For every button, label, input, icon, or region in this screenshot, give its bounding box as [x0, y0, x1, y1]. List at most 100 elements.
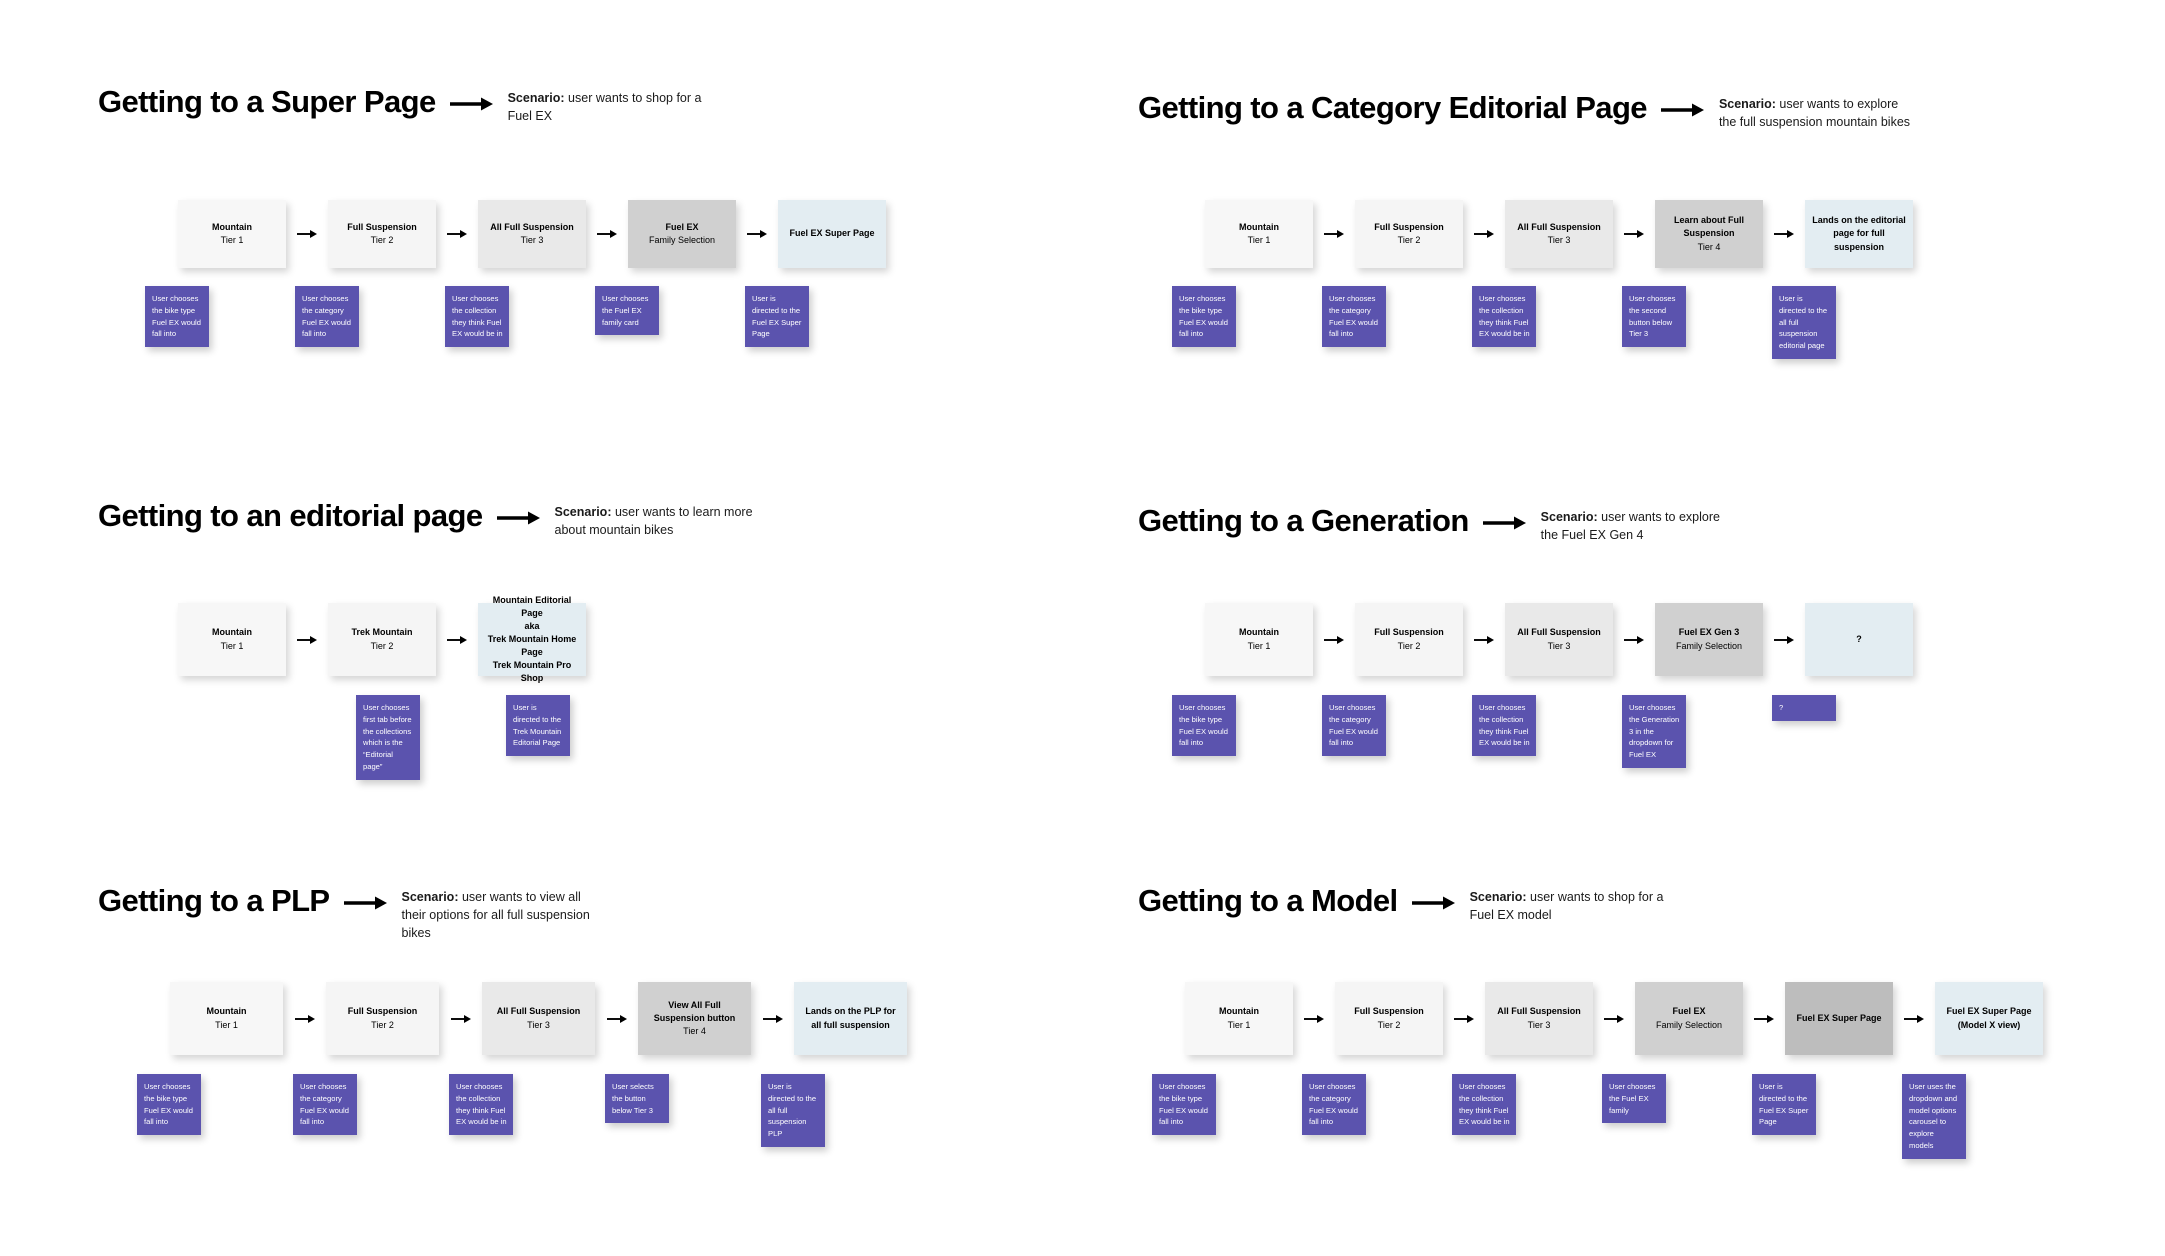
header-arrow-icon: [1660, 102, 1705, 123]
flow-node-line: aka: [524, 620, 540, 631]
flow-node-line: Full Suspension: [347, 221, 417, 232]
flow-node-line: Tier 2: [370, 235, 394, 245]
annotation-note: User chooses the category Fuel EX would …: [1322, 695, 1386, 757]
annotation-note: User chooses the collection they think F…: [1452, 1074, 1516, 1136]
flow-node-line: Fuel EX Super Page: [1796, 1012, 1882, 1023]
flow-node-line: Full Suspension: [347, 1006, 418, 1017]
right-arrow-icon: [294, 1014, 315, 1023]
annotation-note: User chooses the category Fuel EX would …: [1302, 1074, 1366, 1136]
flow-node-line: Fuel EX: [665, 221, 699, 232]
flow-node[interactable]: Lands on the PLP for all full suspension: [794, 982, 907, 1055]
step-arrow-icon: [1324, 229, 1344, 239]
right-arrow-icon: [297, 230, 317, 238]
flow-node[interactable]: Fuel EX Super Page: [778, 200, 886, 268]
right-arrow-icon: [343, 896, 387, 910]
flow-node-line: Tier 1: [220, 235, 244, 245]
scenario-value: user wants to view all their options for…: [401, 890, 590, 941]
right-arrow-icon: [447, 230, 467, 238]
annotation-note: User chooses the category Fuel EX would …: [293, 1074, 357, 1136]
flow-node-line: Lands on the PLP for all full suspension: [805, 1006, 896, 1030]
step-arrow-icon: [747, 229, 767, 239]
annotation-note: User chooses the category Fuel EX would …: [1322, 286, 1386, 348]
flow-node-line: Fuel EX Super Page (Model X view): [1946, 1006, 2032, 1030]
flow-node-line: Tier 3: [1527, 1019, 1551, 1030]
flow-node-line: Mountain: [206, 1006, 247, 1017]
flow-title: Getting to a Super Page: [98, 84, 436, 119]
flow-node[interactable]: Fuel EX Super Page (Model X view): [1935, 982, 2043, 1055]
flow-node-line: Tier 1: [1227, 1019, 1251, 1030]
right-arrow-icon: [1774, 230, 1794, 238]
annotation-note: User is directed to the all full suspens…: [1772, 286, 1836, 359]
step-arrow-icon: [1904, 1014, 1924, 1024]
right-arrow-icon: [1904, 1014, 1924, 1023]
annotation-note: User chooses the collection they think F…: [1472, 286, 1536, 348]
flow-node-line: Mountain: [1239, 221, 1279, 232]
step-arrow-icon: [1304, 1014, 1324, 1024]
flow-node[interactable]: ?: [1805, 603, 1913, 676]
right-arrow-icon: [1482, 516, 1526, 530]
step-arrow-icon: [1754, 1014, 1774, 1024]
flow-node[interactable]: Fuel EX Super Page: [1785, 982, 1893, 1055]
scenario-text: Scenario: user wants to learn more about…: [555, 500, 755, 539]
flow-node-line: All Full Suspension: [1517, 627, 1601, 638]
flow-node-line: Tier 1: [220, 640, 244, 651]
flow-node-line: ?: [1856, 633, 1862, 644]
scenario-value: user wants to explore the full suspensio…: [1718, 97, 1911, 130]
flow-step: Lands on the PLP for all full suspension…: [761, 982, 907, 1147]
flow-node-line: Mountain: [212, 627, 252, 638]
right-arrow-icon: [1474, 230, 1494, 238]
flow-node-line: Tier 4: [1697, 241, 1721, 252]
right-arrow-icon: [1774, 635, 1794, 644]
step-arrow-icon: [606, 1014, 627, 1024]
flow-node-line: Fuel EX Gen 3: [1678, 627, 1740, 638]
right-arrow-icon: [1474, 635, 1494, 644]
flow-node-line: All Full Suspension: [496, 1006, 581, 1017]
flow-node[interactable]: Lands on the editorial page for full sus…: [1805, 200, 1913, 268]
right-arrow-icon: [447, 635, 467, 644]
flow-node-line: Fuel EX Super Page: [789, 228, 875, 239]
flow-node-line: Tier 1: [1247, 640, 1271, 651]
annotation-note: User uses the dropdown and model options…: [1902, 1074, 1966, 1159]
scenario-label: Scenario:: [1718, 97, 1776, 111]
right-arrow-icon: [1454, 1014, 1474, 1023]
right-arrow-icon: [1624, 635, 1644, 644]
flow-node-line: Full Suspension: [1374, 627, 1444, 638]
flow-step: ??: [1772, 603, 1913, 721]
